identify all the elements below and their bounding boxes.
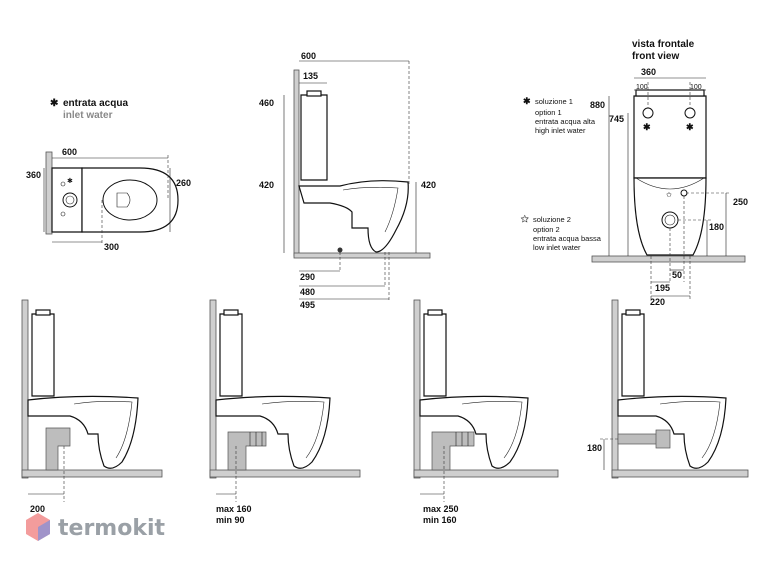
side-view-dim-460: 460: [259, 98, 274, 108]
brand-name: termokit: [58, 516, 165, 541]
option1-line2: option 1: [535, 108, 562, 117]
front-view-subtitle: front view: [632, 51, 679, 62]
variant4-dim: 180: [587, 443, 602, 453]
front-view-dim-880: 880: [590, 100, 605, 110]
front-view-dim-100b: 100: [690, 84, 702, 91]
top-view-rim: [102, 179, 158, 221]
top-view-flush-button: [62, 192, 78, 208]
side-view-wall: [293, 69, 300, 257]
option2-line4: low inlet water: [533, 243, 581, 252]
front-view-inlet-right-symbol: ✱: [686, 122, 694, 132]
front-view-dim-220: 220: [650, 297, 665, 307]
side-view-tank: [300, 94, 328, 181]
front-view-dim-745: 745: [609, 114, 624, 124]
legend: ✱ entrata acqua inlet water: [50, 98, 128, 121]
option2-line2: option 2: [533, 225, 560, 234]
install-variant-4: 180: [587, 299, 749, 479]
side-view-inlet: [337, 247, 343, 253]
front-view-dim-195: 195: [655, 283, 670, 293]
install-variant-3: max 250 min 160: [413, 299, 559, 525]
legend-subtitle: inlet water: [63, 110, 113, 121]
option1-line4: high inlet water: [535, 126, 586, 135]
side-view: 600 135 460 420 420 290 480 495: [259, 51, 436, 310]
front-view-dim-50: 50: [672, 270, 682, 280]
top-view: ✱ 600 360 260 300: [26, 147, 191, 252]
top-view-inlet-symbol: ✱: [67, 177, 73, 185]
side-view-dim-420-right: 420: [421, 180, 436, 190]
brand-logo: termokit: [26, 513, 165, 541]
front-view-bowl: [633, 177, 707, 256]
option2-symbol: ✩: [520, 214, 529, 224]
option2-line3: entrata acqua bassa: [533, 234, 602, 243]
variant1-dim: 200: [30, 504, 45, 514]
front-view: vista frontale front view ✱ ✱ ✩ 360 100 …: [520, 39, 748, 307]
side-view-dim-495: 495: [300, 300, 315, 310]
option1-line1: soluzione 1: [535, 97, 573, 106]
front-view-inlet-left-symbol: ✱: [643, 122, 651, 132]
variant3-dim-min: min 160: [423, 515, 457, 525]
side-view-floor: [293, 252, 431, 259]
option1-line3: entrata acqua alta: [535, 117, 596, 126]
variant2-dim-min: min 90: [216, 515, 245, 525]
variant3-dim-max: max 250: [423, 504, 459, 514]
side-view-dim-290: 290: [300, 272, 315, 282]
top-view-outlet: [116, 192, 131, 208]
top-view-dim-260: 260: [176, 178, 191, 188]
install-variant-1: 200: [21, 299, 163, 514]
top-view-dim-300: 300: [104, 242, 119, 252]
side-view-bowl: [298, 180, 409, 253]
side-view-dim-600: 600: [301, 51, 316, 61]
side-view-dim-480: 480: [300, 287, 315, 297]
legend-title: entrata acqua: [63, 98, 128, 109]
top-view-dim-360: 360: [26, 170, 41, 180]
top-view-wall: [45, 151, 53, 235]
front-view-dim-360: 360: [641, 67, 656, 77]
front-view-dim-180: 180: [709, 222, 724, 232]
front-view-tank: [633, 95, 707, 179]
side-view-dim-135: 135: [303, 71, 318, 81]
option1-symbol: ✱: [523, 96, 531, 106]
front-view-low-inlet-symbol: ✩: [666, 191, 672, 199]
top-view-dim-600: 600: [62, 147, 77, 157]
front-view-dim-250: 250: [733, 197, 748, 207]
front-view-title: vista frontale: [632, 39, 695, 50]
front-view-floor: [591, 255, 746, 263]
front-view-dim-100a: 100: [636, 84, 648, 91]
variant2-dim-max: max 160: [216, 504, 252, 514]
option2-line1: soluzione 2: [533, 215, 571, 224]
legend-symbol: ✱: [50, 98, 59, 109]
install-variant-2: max 160 min 90: [209, 299, 361, 525]
side-view-dim-420-left: 420: [259, 180, 274, 190]
